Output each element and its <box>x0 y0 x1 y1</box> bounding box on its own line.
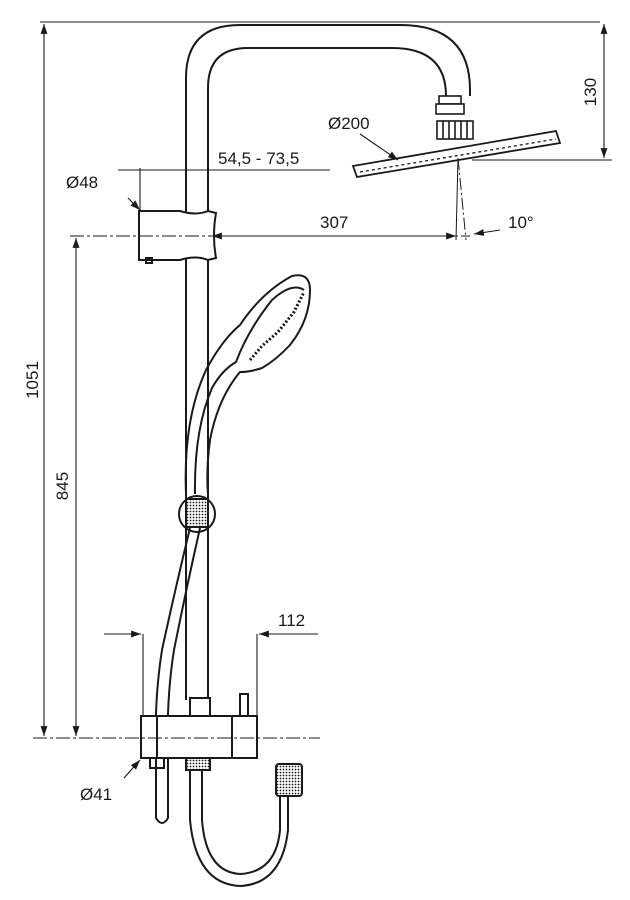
hand-shower <box>184 274 312 495</box>
shower-hose <box>154 527 289 888</box>
wall-bracket <box>138 209 218 264</box>
head-connector <box>435 95 474 140</box>
dimension-lines <box>33 21 612 779</box>
overhead-shower-head <box>351 129 562 241</box>
shower-riser-pipe <box>185 24 471 700</box>
dim-wall-distance: 54,5 - 73,5 <box>218 149 299 168</box>
dim-tilt-angle: 10° <box>508 213 534 232</box>
mixer-body <box>140 693 258 771</box>
dim-head-diameter: Ø200 <box>328 114 370 133</box>
hand-shower-holder <box>178 495 216 533</box>
dim-total-height: 1051 <box>23 361 42 399</box>
dim-mixer-width: 112 <box>278 611 305 630</box>
dim-inlet-diameter: Ø41 <box>80 785 112 804</box>
dim-head-drop: 130 <box>581 78 600 106</box>
dim-arm-projection: 307 <box>320 213 348 232</box>
dim-bar-diameter: Ø48 <box>66 173 98 192</box>
dim-slider-height: 845 <box>53 472 72 500</box>
hose-connector-nut <box>275 763 303 797</box>
